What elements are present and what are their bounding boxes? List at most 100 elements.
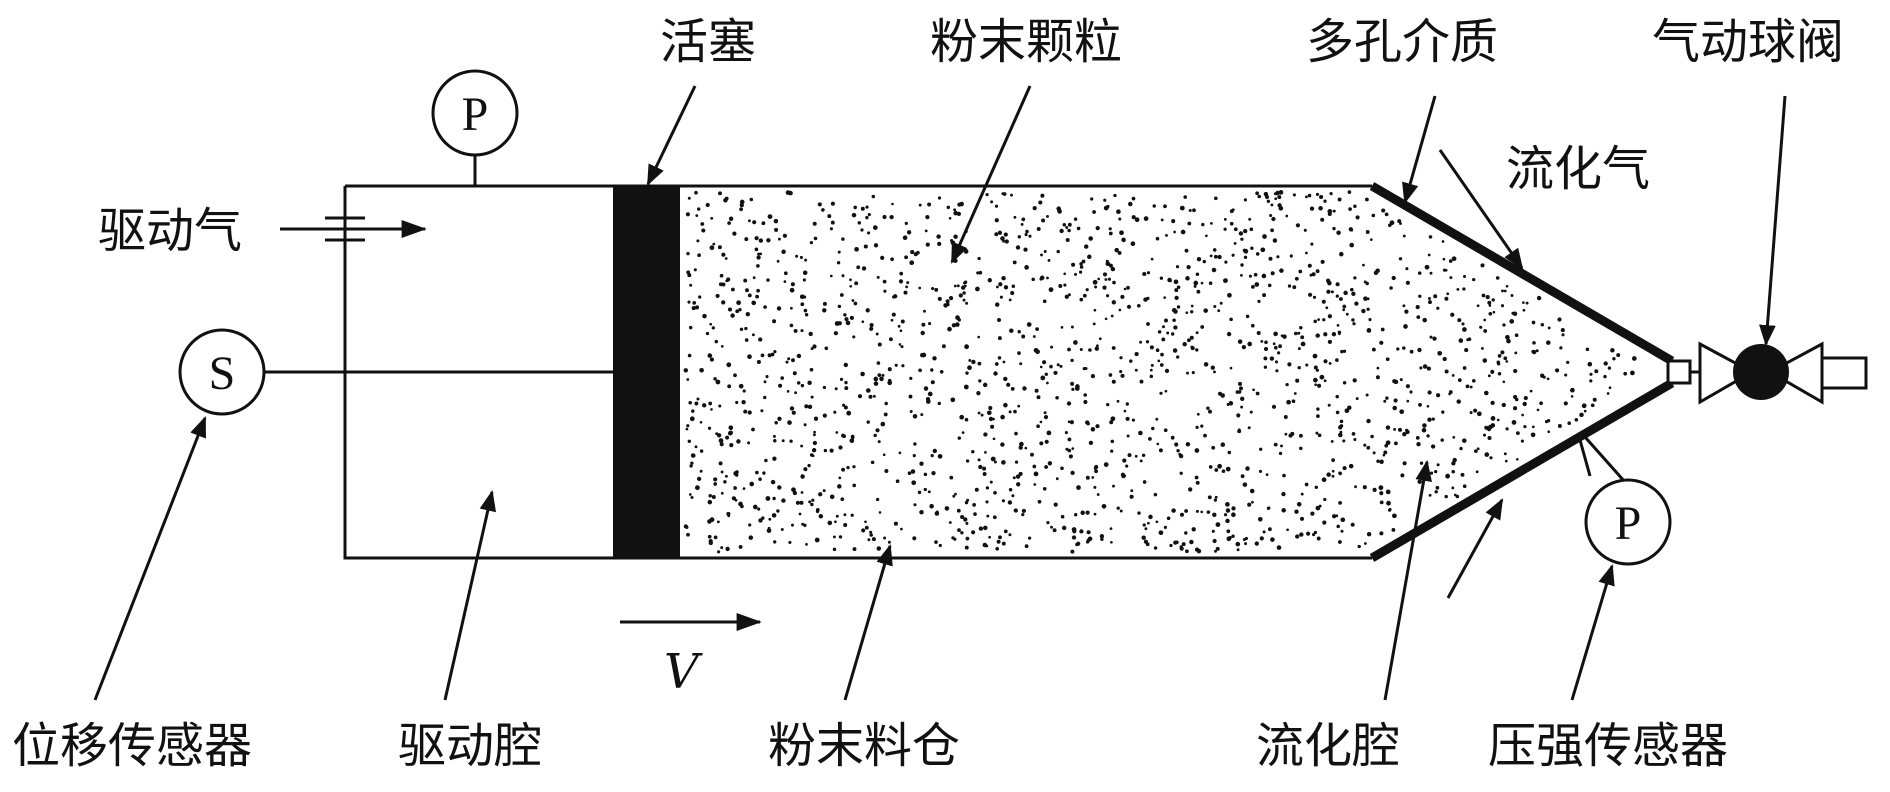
powder-particle — [978, 379, 982, 383]
powder-particle — [719, 273, 724, 278]
powder-particle — [832, 547, 837, 552]
powder-particle — [699, 367, 704, 373]
powder-particle — [1442, 356, 1447, 362]
powder-particle — [1002, 360, 1006, 364]
powder-particle — [856, 265, 861, 270]
powder-particle — [751, 300, 757, 306]
powder-particle — [1472, 379, 1476, 383]
powder-particle — [1313, 365, 1318, 370]
powder-particle — [1176, 355, 1180, 359]
powder-particle — [727, 307, 733, 312]
powder-particle — [1138, 430, 1143, 436]
powder-particle — [1017, 351, 1021, 355]
powder-particle — [983, 525, 988, 531]
powder-particle — [1396, 347, 1400, 351]
powder-particle — [1280, 444, 1283, 448]
powder-particle — [1353, 204, 1357, 209]
powder-particle — [1426, 434, 1430, 438]
powder-particle — [1327, 339, 1332, 344]
powder-particle — [1247, 502, 1252, 507]
powder-particle — [1264, 340, 1268, 345]
powder-particle — [687, 353, 692, 358]
powder-particle — [1242, 482, 1248, 487]
powder-particle — [1044, 439, 1049, 444]
powder-particle — [1263, 365, 1268, 369]
powder-particle — [714, 339, 719, 344]
powder-particle — [1475, 470, 1479, 474]
powder-particle — [1249, 227, 1254, 232]
powder-particle — [1376, 366, 1380, 370]
powder-particle — [729, 443, 734, 448]
powder-particle — [1056, 249, 1060, 254]
powder-particle — [1427, 417, 1432, 422]
powder-particle — [773, 540, 777, 544]
powder-particle — [1083, 244, 1089, 249]
powder-particle — [985, 500, 989, 504]
powder-particle — [1196, 548, 1202, 554]
powder-particle — [829, 494, 835, 500]
powder-particle — [1379, 531, 1384, 536]
powder-particle — [1206, 510, 1211, 514]
powder-particle — [1236, 413, 1241, 418]
powder-particle — [1240, 237, 1244, 241]
powder-particle — [978, 270, 983, 275]
powder-particle — [1196, 256, 1202, 262]
powder-particle — [1231, 253, 1235, 257]
powder-particle — [1483, 318, 1487, 322]
powder-particle — [945, 299, 950, 304]
powder-particle — [767, 353, 772, 358]
powder-particle — [873, 376, 879, 382]
powder-particle — [934, 540, 938, 544]
powder-particle — [1112, 484, 1115, 488]
powder-particle — [735, 309, 740, 314]
powder-particle — [1416, 315, 1421, 319]
powder-particle — [696, 397, 700, 401]
powder-particle — [1172, 348, 1178, 353]
powder-particle — [1010, 193, 1013, 197]
powder-particle — [1353, 276, 1357, 280]
powder-particle — [1428, 235, 1433, 239]
powder-particle — [1105, 261, 1111, 267]
powder-particle — [1436, 306, 1440, 310]
powder-particle — [1327, 403, 1331, 407]
powder-particle — [727, 384, 732, 389]
powder-particle — [1402, 461, 1407, 466]
powder-particle — [994, 218, 999, 223]
powder-particle — [1331, 332, 1337, 337]
powder-particle — [1223, 218, 1227, 221]
powder-particle — [1273, 331, 1278, 337]
powder-particle — [1127, 453, 1132, 458]
powder-particle — [1456, 399, 1461, 404]
powder-particle — [730, 313, 735, 318]
powder-particle — [1307, 263, 1312, 268]
powder-particle — [770, 479, 776, 485]
powder-particle — [734, 498, 738, 502]
powder-particle — [720, 546, 724, 550]
powder-particle — [1487, 374, 1491, 378]
powder-particle — [1513, 394, 1518, 400]
powder-particle — [1158, 448, 1163, 453]
powder-particle — [843, 405, 848, 410]
powder-particle — [1094, 464, 1099, 470]
powder-particle — [1211, 445, 1216, 450]
powder-particle — [762, 471, 766, 475]
powder-particle — [967, 365, 972, 371]
powder-particle — [882, 279, 887, 284]
powder-particle — [1326, 278, 1331, 283]
powder-particle — [1261, 273, 1267, 279]
powder-particle — [810, 347, 814, 351]
powder-particle — [1134, 368, 1138, 372]
powder-particle — [1338, 432, 1343, 438]
powder-particle — [1104, 317, 1108, 321]
powder-particle — [1465, 384, 1470, 389]
powder-particle — [1365, 393, 1369, 397]
powder-particle — [751, 427, 755, 432]
powder-particle — [1490, 400, 1495, 406]
powder-particle — [1488, 311, 1493, 316]
piston — [613, 186, 680, 558]
powder-particle — [1143, 216, 1149, 221]
powder-particle — [1226, 536, 1232, 542]
powder-particle — [1392, 405, 1397, 411]
powder-particle — [925, 242, 930, 247]
powder-particle — [883, 289, 887, 293]
